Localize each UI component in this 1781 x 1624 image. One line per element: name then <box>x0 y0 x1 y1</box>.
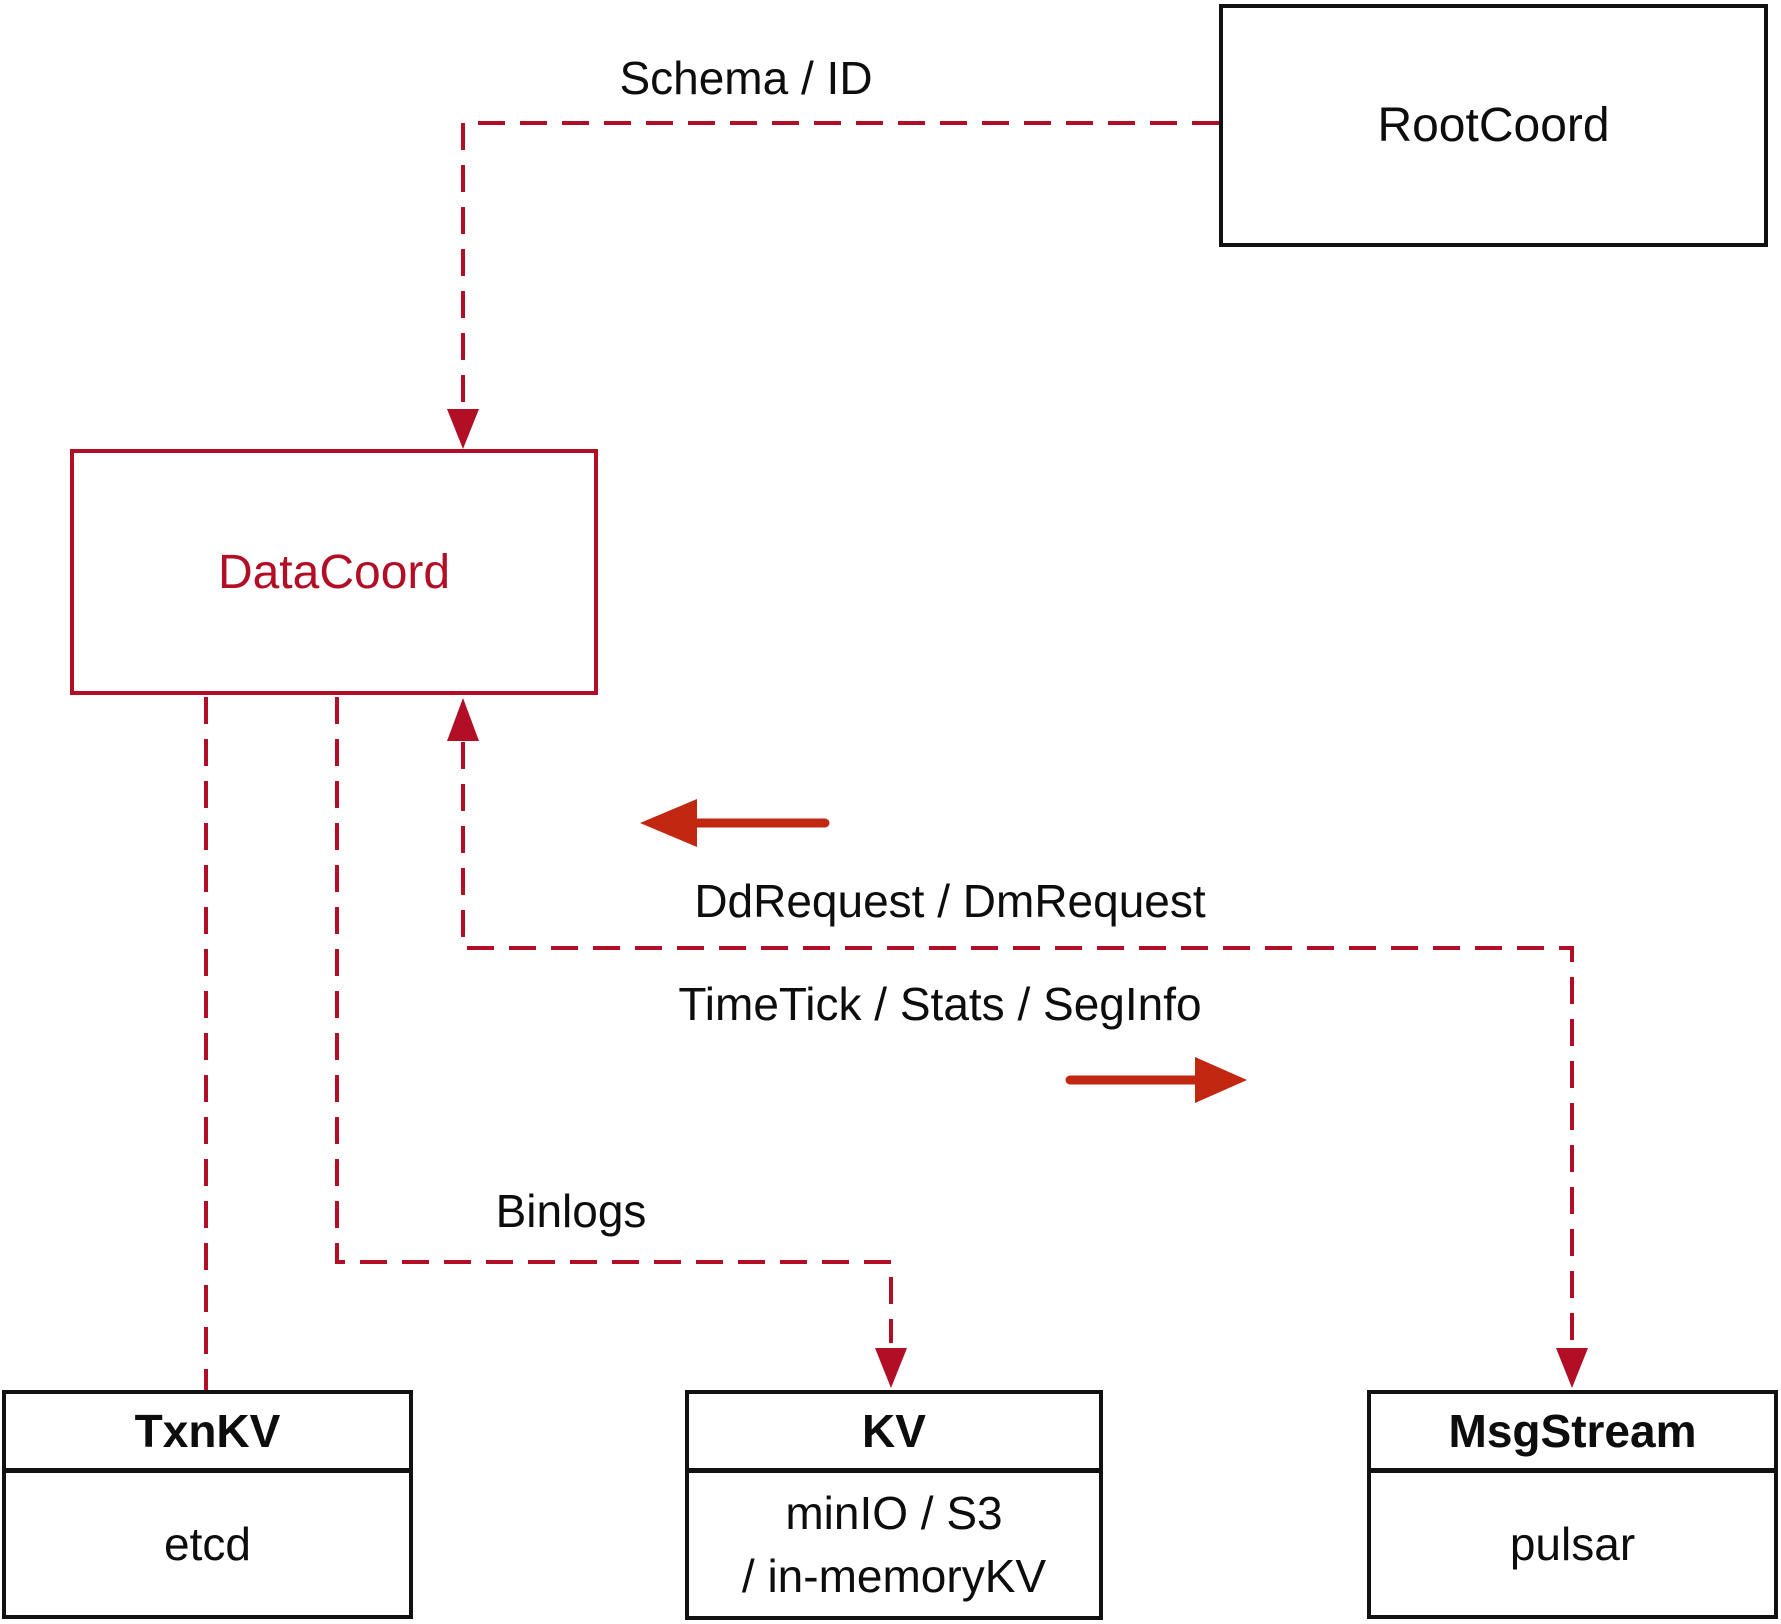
edge-label-ddrequest-dmrequest: DdRequest / DmRequest <box>694 875 1206 927</box>
datacoord-title: DataCoord <box>217 545 451 599</box>
node-kv: KV minIO / S3 / in-memoryKV <box>685 1390 1103 1620</box>
rootcoord-title: RootCoord <box>1377 99 1610 152</box>
up-arrowhead-icon <box>447 698 479 741</box>
kv-title: KV <box>689 1394 1099 1473</box>
edge-datacoord-to-kv <box>335 697 907 1388</box>
down-arrowhead-icon <box>1556 1348 1588 1388</box>
kv-impl-line1: minIO / S3 <box>785 1486 1003 1539</box>
edge-label-binlogs: Binlogs <box>495 1185 647 1237</box>
right-direction-arrow-icon <box>1065 1057 1247 1103</box>
msgstream-title: MsgStream <box>1371 1394 1774 1473</box>
edge-datacoord-msgstream <box>447 698 1588 1388</box>
node-msgstream: MsgStream pulsar <box>1367 1390 1778 1619</box>
edge-label-timetick-stats-seginfo: TimeTick / Stats / SegInfo <box>678 978 1202 1030</box>
msgstream-impl: pulsar <box>1509 1517 1636 1570</box>
kv-impl: minIO / S3 / in-memoryKV <box>689 1473 1099 1616</box>
dashed-connector <box>461 121 1219 405</box>
txnkv-title: TxnKV <box>6 1394 409 1473</box>
kv-impl-line2: / in-memoryKV <box>741 1549 1047 1602</box>
edge-rootcoord-to-datacoord <box>447 121 1219 449</box>
dashed-connector <box>335 697 893 1343</box>
down-arrowhead-icon <box>447 409 479 449</box>
edge-label-schema-id: Schema / ID <box>619 52 873 104</box>
node-txnkv: TxnKV etcd <box>2 1390 413 1619</box>
dashed-connector <box>461 742 1574 1343</box>
node-rootcoord: RootCoord <box>1219 4 1768 247</box>
down-arrowhead-icon <box>875 1348 907 1388</box>
left-direction-arrow-icon <box>640 799 830 847</box>
node-datacoord: DataCoord <box>70 449 598 695</box>
txnkv-impl: etcd <box>164 1517 251 1570</box>
